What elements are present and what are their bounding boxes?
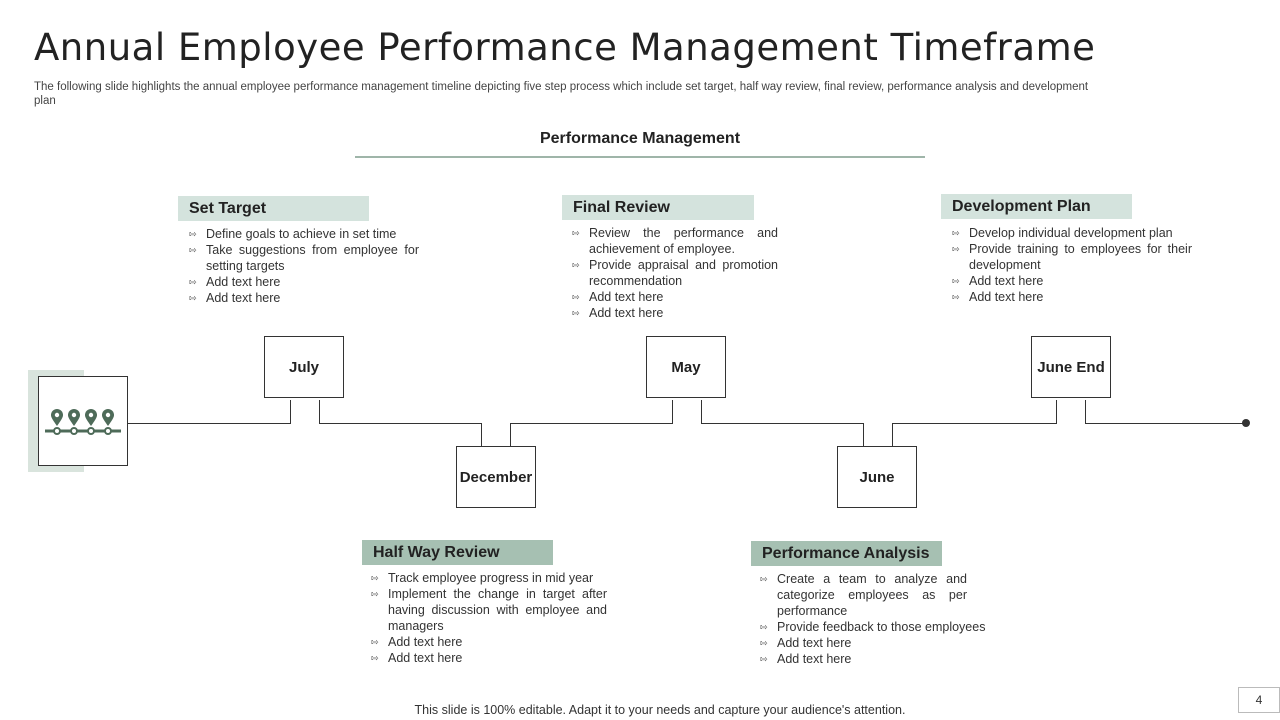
- list-item: Add text here: [189, 274, 419, 290]
- connector-line: [1056, 400, 1057, 424]
- step-title-final-review: Final Review: [562, 195, 754, 220]
- list-item: Implement the change in target after hav…: [371, 586, 607, 634]
- month-box-june: June: [837, 446, 917, 508]
- list-item: Add text here: [760, 635, 1010, 651]
- timeline-icon-box: [38, 376, 128, 466]
- connector-line: [510, 423, 673, 424]
- list-item: Track employee progress in mid year: [371, 570, 607, 586]
- list-item: Provide training to employees for their …: [952, 241, 1192, 273]
- step-title-performance-analysis: Performance Analysis: [751, 541, 942, 566]
- page-number: 4: [1238, 687, 1280, 713]
- connector-line: [701, 400, 702, 424]
- month-box-july: July: [264, 336, 344, 398]
- list-item: Create a team to analyze and categorize …: [760, 571, 967, 619]
- step-bullets-performance-analysis: Create a team to analyze and categorize …: [760, 571, 1010, 667]
- connector-line: [1085, 400, 1086, 424]
- list-item: Add text here: [371, 650, 607, 666]
- list-item: Add text here: [952, 273, 1192, 289]
- connector-line: [863, 423, 864, 447]
- step-bullets-development-plan: Develop individual development plan Prov…: [952, 225, 1192, 305]
- list-item: Define goals to achieve in set time: [189, 226, 419, 242]
- step-title-half-way-review: Half Way Review: [362, 540, 553, 565]
- connector-line: [290, 400, 291, 424]
- footer-note: This slide is 100% editable. Adapt it to…: [414, 703, 906, 717]
- list-item: Add text here: [371, 634, 607, 650]
- connector-line: [481, 423, 482, 447]
- list-item: Provide feedback to those employees: [760, 619, 1010, 635]
- connector-line: [510, 423, 511, 447]
- step-bullets-half-way-review: Track employee progress in mid year Impl…: [371, 570, 607, 666]
- connector-line: [892, 423, 893, 447]
- list-item: Take suggestions from employee for setti…: [189, 242, 419, 274]
- connector-line: [1085, 423, 1245, 424]
- step-bullets-set-target: Define goals to achieve in set time Take…: [189, 226, 419, 306]
- month-box-may: May: [646, 336, 726, 398]
- timeline-end-dot: [1242, 419, 1250, 427]
- list-item: Provide appraisal and promotion recommen…: [572, 257, 778, 289]
- location-pins-timeline-icon: [45, 409, 121, 435]
- connector-line: [701, 423, 864, 424]
- connector-line: [672, 400, 673, 424]
- step-bullets-final-review: Review the performance and achievement o…: [572, 225, 778, 321]
- step-title-set-target: Set Target: [178, 196, 369, 221]
- list-item: Add text here: [572, 305, 778, 321]
- list-item: Add text here: [572, 289, 778, 305]
- month-box-december: December: [456, 446, 536, 508]
- list-item: Develop individual development plan: [952, 225, 1192, 241]
- connector-line: [319, 423, 482, 424]
- connector-line: [128, 423, 291, 424]
- connector-line: [892, 423, 1057, 424]
- slide-title: Annual Employee Performance Management T…: [34, 26, 1096, 69]
- list-item: Review the performance and achievement o…: [572, 225, 778, 257]
- section-header-underline: [355, 156, 925, 158]
- list-item: Add text here: [760, 651, 1010, 667]
- list-item: Add text here: [952, 289, 1192, 305]
- step-title-development-plan: Development Plan: [941, 194, 1132, 219]
- slide-subtitle: The following slide highlights the annua…: [34, 81, 1089, 107]
- section-header: Performance Management: [539, 130, 741, 147]
- list-item: Add text here: [189, 290, 419, 306]
- month-box-june-end: June End: [1031, 336, 1111, 398]
- connector-line: [319, 400, 320, 424]
